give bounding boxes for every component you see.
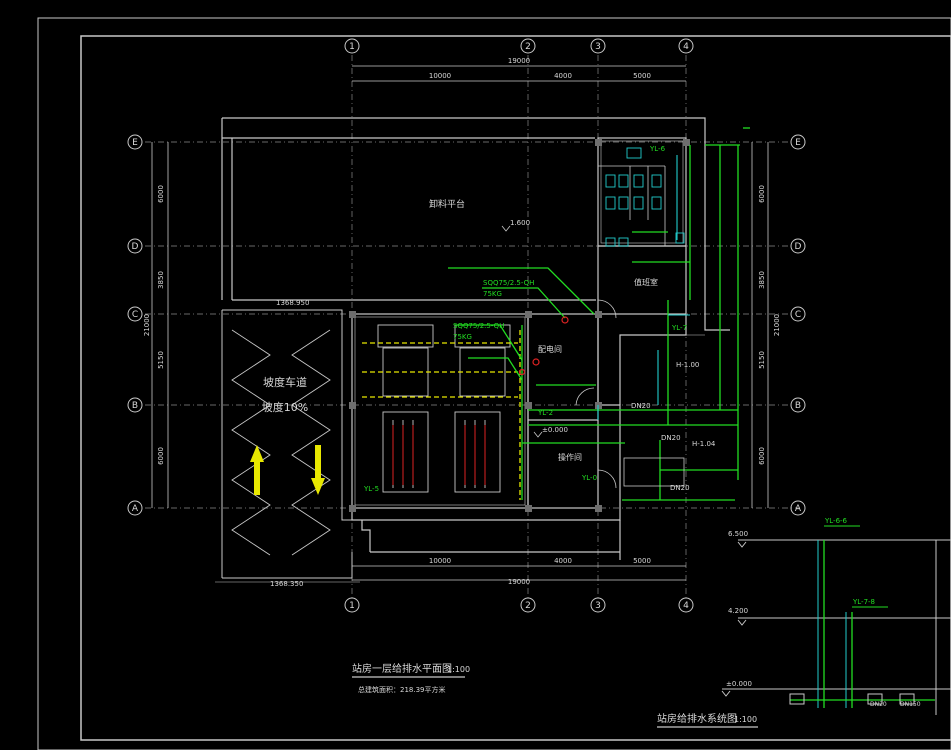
axis-col-1-top: 1: [349, 42, 355, 52]
elev-symbols: [501, 225, 543, 438]
dim-bottom-seg-2: 4000: [554, 557, 572, 565]
dim-top-seg-3: 5000: [633, 72, 651, 80]
dim-right-seg-3: 5150: [758, 351, 766, 369]
system-dn-a: DN20: [870, 701, 887, 708]
dim-top-seg-2: 4000: [554, 72, 572, 80]
plan-scale: 1:100: [447, 665, 470, 674]
supply-pipes: [448, 127, 750, 501]
plan-area: 总建筑面积：218.39平方米: [358, 685, 446, 694]
axis-col-3-bottom: 3: [595, 601, 601, 611]
axis-row-b-left: B: [132, 401, 138, 411]
ramp-label-line1: 坡度车道: [263, 375, 307, 389]
yellow-highlight-lines: [362, 330, 521, 500]
axis-col-2-bottom: 2: [525, 601, 531, 611]
axis-row-a-left: A: [132, 504, 139, 514]
frame: [37, 17, 951, 750]
dim-left-total: 21000: [143, 314, 151, 336]
axis-row-c-left: C: [132, 310, 138, 320]
axis-row-d-left: D: [132, 242, 139, 252]
axis-col-1-bottom: 1: [349, 601, 355, 611]
axis-row-e-right: E: [795, 138, 801, 148]
dim-right-seg-4: 6000: [758, 447, 766, 465]
extinguisher-2-model: SQQ75/2.5-QH: [453, 322, 504, 330]
dim-right-seg-2: 3850: [758, 271, 766, 289]
axis-row-c-right: C: [795, 310, 801, 320]
pipe-yl5: YL-5: [363, 485, 379, 493]
axis-bubbles: [127, 38, 806, 613]
elev-h2: H-1.04: [692, 440, 716, 448]
system-pipe-a: YL-6-6: [824, 517, 848, 525]
building-walls: [221, 117, 730, 560]
elev-ramp-bottom: 1368.350: [270, 580, 303, 588]
ramp: [215, 309, 362, 583]
dim-left-seg-2: 3850: [157, 271, 165, 289]
dim-top-seg-1: 10000: [429, 72, 451, 80]
axis-row-b-right: B: [795, 401, 801, 411]
pipe-dn20-b: DN20: [661, 434, 681, 442]
plan-title: 站房一层给排水平面图: [352, 662, 452, 675]
system-level-mid: 4.200: [728, 607, 748, 615]
system-diagram: [721, 525, 951, 715]
columns: [349, 139, 690, 512]
room-platform: 卸料平台: [429, 198, 465, 210]
valve-marks: [518, 316, 569, 376]
elev-h1: H-1.00: [676, 361, 699, 369]
pipe-yl6: YL-6: [649, 145, 666, 153]
extinguisher-1-model: SQQ75/2.5-QH: [483, 279, 534, 287]
dim-right-seg-1: 6000: [758, 185, 766, 203]
dim-bottom-seg-1: 10000: [429, 557, 451, 565]
dim-bottom-total: 19000: [508, 578, 530, 586]
elev-platform: 1.600: [510, 219, 530, 227]
dim-right-total: 21000: [773, 314, 781, 336]
dimension-lines: [151, 65, 769, 581]
dim-top-total: 19000: [508, 57, 530, 65]
axis-row-d-right: D: [795, 242, 802, 252]
axis-col-4-top: 4: [683, 42, 689, 52]
room-distribution: 配电间: [538, 344, 562, 354]
axis-row-e-left: E: [132, 138, 138, 148]
axis-col-4-bottom: 4: [683, 601, 689, 611]
pipe-yl2: YL-2: [537, 409, 553, 417]
note-box: [623, 457, 685, 487]
equipment-red-marks: [392, 425, 486, 485]
drain-pipes: [597, 155, 690, 420]
pipe-yl0: YL-0: [581, 474, 597, 482]
ramp-label-line2: 坡度10%: [262, 400, 308, 414]
system-dn-b: DN150: [900, 701, 921, 708]
compactor-equipment: [377, 324, 511, 493]
system-pipe-b: YL-7-8: [852, 598, 875, 606]
axis-col-3-top: 3: [595, 42, 601, 52]
extinguisher-1-weight: 75KG: [483, 290, 502, 298]
dim-left-seg-4: 6000: [157, 447, 165, 465]
axis-col-2-top: 2: [525, 42, 531, 52]
dim-left-seg-3: 5150: [157, 351, 165, 369]
pipe-dn20-a: DN20: [631, 402, 651, 410]
system-level-top: 6.500: [728, 530, 748, 538]
elev-ramp-top: 1368.950: [276, 299, 309, 307]
pipe-yl7: YL-7: [671, 324, 687, 332]
extinguisher-2-weight: 75KG: [453, 333, 472, 341]
pipe-dn20-c: DN20: [670, 484, 690, 492]
toilet-fixtures: [605, 147, 685, 247]
room-operation: 操作间: [558, 452, 582, 462]
inner-room-walls: [598, 165, 666, 246]
dim-left-seg-1: 6000: [157, 185, 165, 203]
room-duty: 值班室: [634, 277, 658, 287]
system-level-bottom: ±0.000: [726, 680, 752, 688]
elev-floor: ±0.000: [542, 426, 568, 434]
system-scale: 1:100: [734, 715, 757, 724]
dim-bottom-seg-3: 5000: [633, 557, 651, 565]
system-title: 站房给排水系统图: [657, 712, 737, 725]
axis-row-a-right: A: [795, 504, 802, 514]
ramp-arrows: [250, 445, 325, 495]
